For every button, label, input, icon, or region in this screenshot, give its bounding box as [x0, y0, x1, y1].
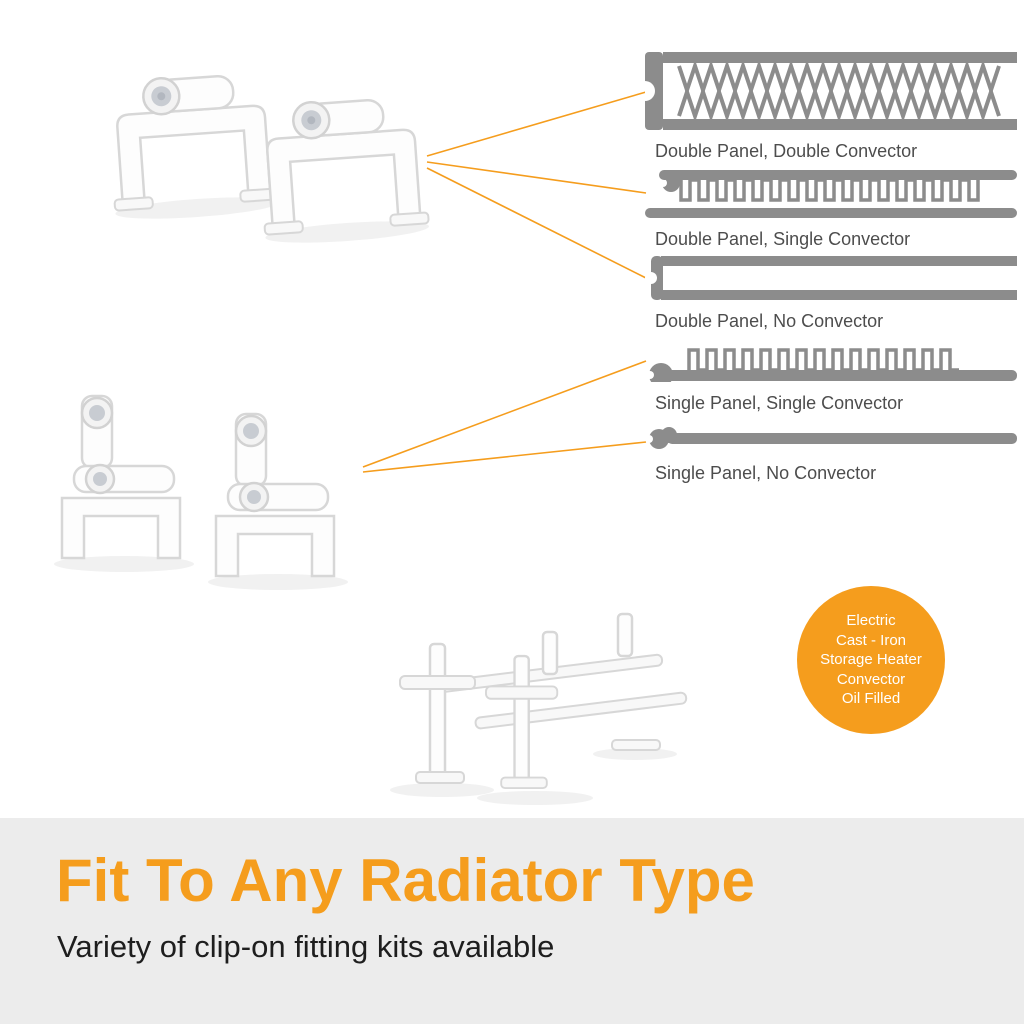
radiator-type-row-single-none: Single Panel, No Convector [645, 426, 1017, 484]
radiator-type-row-double-single: Double Panel, Single Convector [645, 170, 1017, 250]
radiator-type-row-double-none: Double Panel, No Convector [645, 256, 1017, 332]
floor-stand-kit-photo [380, 602, 690, 812]
badge-line: Electric [846, 612, 896, 630]
badge-line: Cast - Iron [835, 631, 907, 649]
floor-stand-kit-illustration [390, 612, 688, 805]
footer-band: Fit To Any Radiator Type Variety of clip… [0, 818, 1024, 1024]
radiator-diagram-single-panel-no-convector [645, 427, 1017, 449]
magnetic-clip-kit-photo [104, 42, 435, 262]
radiator-diagram-double-panel-no-convector [645, 256, 1017, 300]
radiator-type-label: Single Panel, Single Convector [655, 393, 904, 413]
callout-line [426, 167, 647, 279]
hook-clip-kit-photo [50, 378, 360, 608]
radiator-diagram-double-panel-single-convector [645, 170, 1017, 218]
radiator-type-label: Double Panel, No Convector [655, 311, 884, 331]
radiator-diagram-double-panel-double-convector [635, 52, 1017, 130]
badge-line: Convector [836, 670, 906, 688]
radiator-type-label: Double Panel, Single Convector [655, 229, 911, 249]
callout-line [362, 360, 647, 468]
radiator-type-label: Double Panel, Double Convector [655, 141, 918, 161]
badge-line: Storage Heater [820, 651, 922, 669]
radiator-type-row-double-double: Double Panel, Double Convector [635, 52, 1017, 162]
callout-line [362, 441, 647, 473]
other-radiator-types-badge: Electric Cast - Iron Storage Heater Conv… [797, 586, 945, 734]
radiator-diagram-single-panel-single-convector [646, 348, 1017, 387]
subheadline: Variety of clip-on fitting kits availabl… [57, 929, 555, 964]
hook-clip-kit-illustration [52, 394, 350, 592]
radiator-type-row-single-single: Single Panel, Single Convector [645, 342, 1017, 414]
callout-line [426, 91, 647, 157]
radiator-type-label: Single Panel, No Convector [655, 463, 877, 483]
badge-line: Oil Filled [841, 690, 901, 708]
callout-line [426, 161, 647, 194]
headline: Fit To Any Radiator Type [56, 847, 755, 914]
magnetic-clip-kit-illustration [104, 69, 431, 248]
